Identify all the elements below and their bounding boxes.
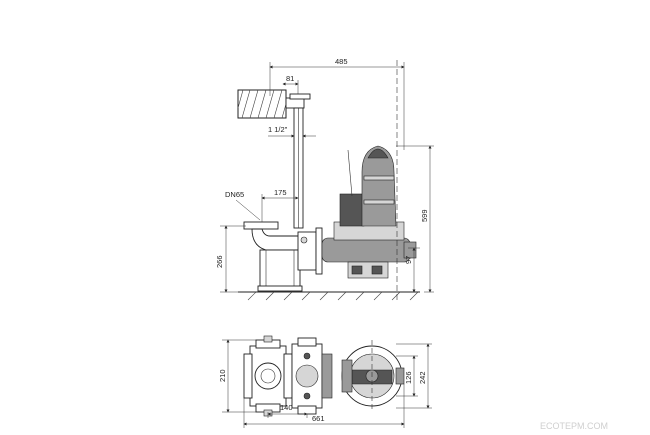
- floor: [238, 291, 420, 301]
- watermark: ECOTEPM.COM: [540, 421, 608, 431]
- plan-pump: [341, 340, 405, 412]
- dim-overall-width-bottom: 661: [243, 384, 405, 428]
- dim-overall-width-top: 485: [269, 57, 405, 150]
- dim-plan-center: 126: [396, 355, 418, 397]
- dim-base-height: 97: [404, 247, 420, 293]
- dim-661-label: 661: [312, 414, 325, 423]
- dim-126-label: 126: [404, 371, 413, 384]
- plan-coupling: [291, 337, 333, 415]
- plan-view: 210 126 242 140 661: [218, 335, 432, 428]
- dim-81-label: 81: [286, 74, 294, 83]
- dim-pipe-size: 1 1/2": [268, 125, 316, 138]
- flange-label: DN65: [225, 190, 244, 199]
- dim-flange: DN65 175: [225, 188, 299, 222]
- dim-140-label: 140: [280, 403, 293, 412]
- guide-rail-pipe: [285, 93, 311, 229]
- dim-175-label: 175: [274, 188, 287, 197]
- dim-599-label: 599: [420, 209, 429, 222]
- dim-485-label: 485: [335, 57, 348, 66]
- dim-210-label: 210: [218, 369, 227, 382]
- dim-pipe-offset: 81: [282, 74, 299, 94]
- side-elevation-view: 485 81 1 1/2" DN65 175 266: [215, 57, 434, 301]
- dim-266-label: 266: [215, 255, 224, 268]
- dim-plan-left: 210: [218, 339, 256, 413]
- dim-pipe-size-label: 1 1/2": [268, 125, 288, 134]
- dim-pump-height: 599: [396, 145, 434, 293]
- ceiling-wall: [237, 89, 287, 119]
- dim-outlet-height: 266: [215, 225, 246, 293]
- pump-unit: [321, 145, 417, 279]
- dim-plan-offset: 140: [267, 403, 308, 418]
- dim-plan-right: 242: [396, 343, 432, 409]
- dim-242-label: 242: [418, 371, 427, 384]
- dim-97-label: 97: [404, 256, 413, 264]
- discharge-elbow: [243, 221, 323, 292]
